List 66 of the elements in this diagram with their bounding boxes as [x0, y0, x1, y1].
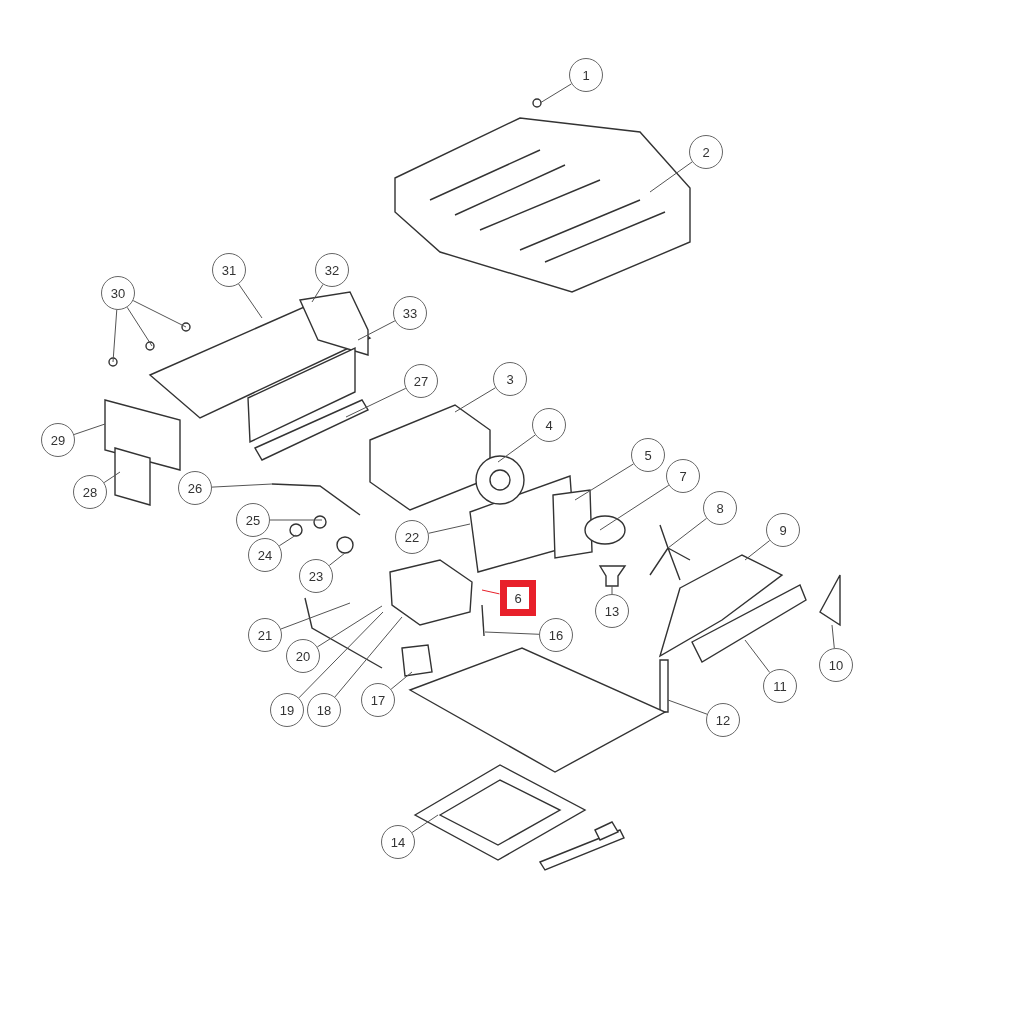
callout-number: 3	[493, 362, 527, 396]
leader-line	[211, 483, 273, 488]
callout-number: 7	[666, 459, 700, 493]
callout-number: 31	[212, 253, 246, 287]
callout-number: 32	[315, 253, 349, 287]
leader-line	[539, 83, 572, 104]
callout-number: 26	[178, 471, 212, 505]
leader-line	[428, 523, 471, 534]
leader-line	[126, 306, 153, 347]
callout-number: 28	[73, 475, 107, 509]
callout-number: 30	[101, 276, 135, 310]
callout-number: 5	[631, 438, 665, 472]
callout-number: 2	[689, 135, 723, 169]
leader-line	[238, 283, 263, 319]
leader-line	[328, 552, 346, 566]
leader-line	[311, 283, 324, 303]
callout-number: 9	[766, 513, 800, 547]
leader-line	[390, 671, 413, 690]
leader-line	[73, 423, 106, 435]
callout-number: 16	[539, 618, 573, 652]
leader-line	[334, 616, 403, 698]
callout-number: 20	[286, 639, 320, 673]
leader-line	[112, 309, 118, 363]
leader-line	[744, 540, 771, 561]
leader-line	[744, 639, 771, 673]
callout-number: 4	[532, 408, 566, 442]
leader-line	[298, 611, 384, 699]
callout-number: 22	[395, 520, 429, 554]
callout-number: 6	[500, 580, 536, 616]
callout-number: 23	[299, 559, 333, 593]
leader-line	[831, 624, 835, 649]
callout-number: 17	[361, 683, 395, 717]
leader-line	[411, 814, 439, 833]
callout-number: 27	[404, 364, 438, 398]
callout-number: 1	[569, 58, 603, 92]
callout-number: 29	[41, 423, 75, 457]
callout-number: 19	[270, 693, 304, 727]
callout-number: 10	[819, 648, 853, 682]
callout-number: 8	[703, 491, 737, 525]
leader-line	[599, 484, 670, 531]
callout-number: 18	[307, 693, 341, 727]
leader-line	[454, 387, 496, 413]
leader-line	[649, 161, 693, 193]
callout-number: 25	[236, 503, 270, 537]
callout-number: 24	[248, 538, 282, 572]
leader-line	[103, 471, 121, 484]
leader-line	[484, 631, 540, 635]
leader-line	[269, 519, 323, 521]
leader-line	[667, 517, 708, 549]
callout-number: 21	[248, 618, 282, 652]
callout-number: 33	[393, 296, 427, 330]
callout-number: 11	[763, 669, 797, 703]
leader-line	[574, 463, 635, 501]
leader-line	[611, 585, 613, 595]
leader-line	[667, 699, 708, 715]
callout-number: 14	[381, 825, 415, 859]
leader-line	[357, 320, 396, 341]
callout-number: 13	[595, 594, 629, 628]
leader-line	[481, 589, 500, 595]
leader-line	[278, 534, 297, 547]
leader-line	[132, 300, 187, 328]
leader-line	[280, 602, 351, 630]
leader-line	[345, 387, 407, 418]
callout-number: 12	[706, 703, 740, 737]
leader-line	[316, 605, 383, 648]
leader-line	[497, 434, 536, 463]
